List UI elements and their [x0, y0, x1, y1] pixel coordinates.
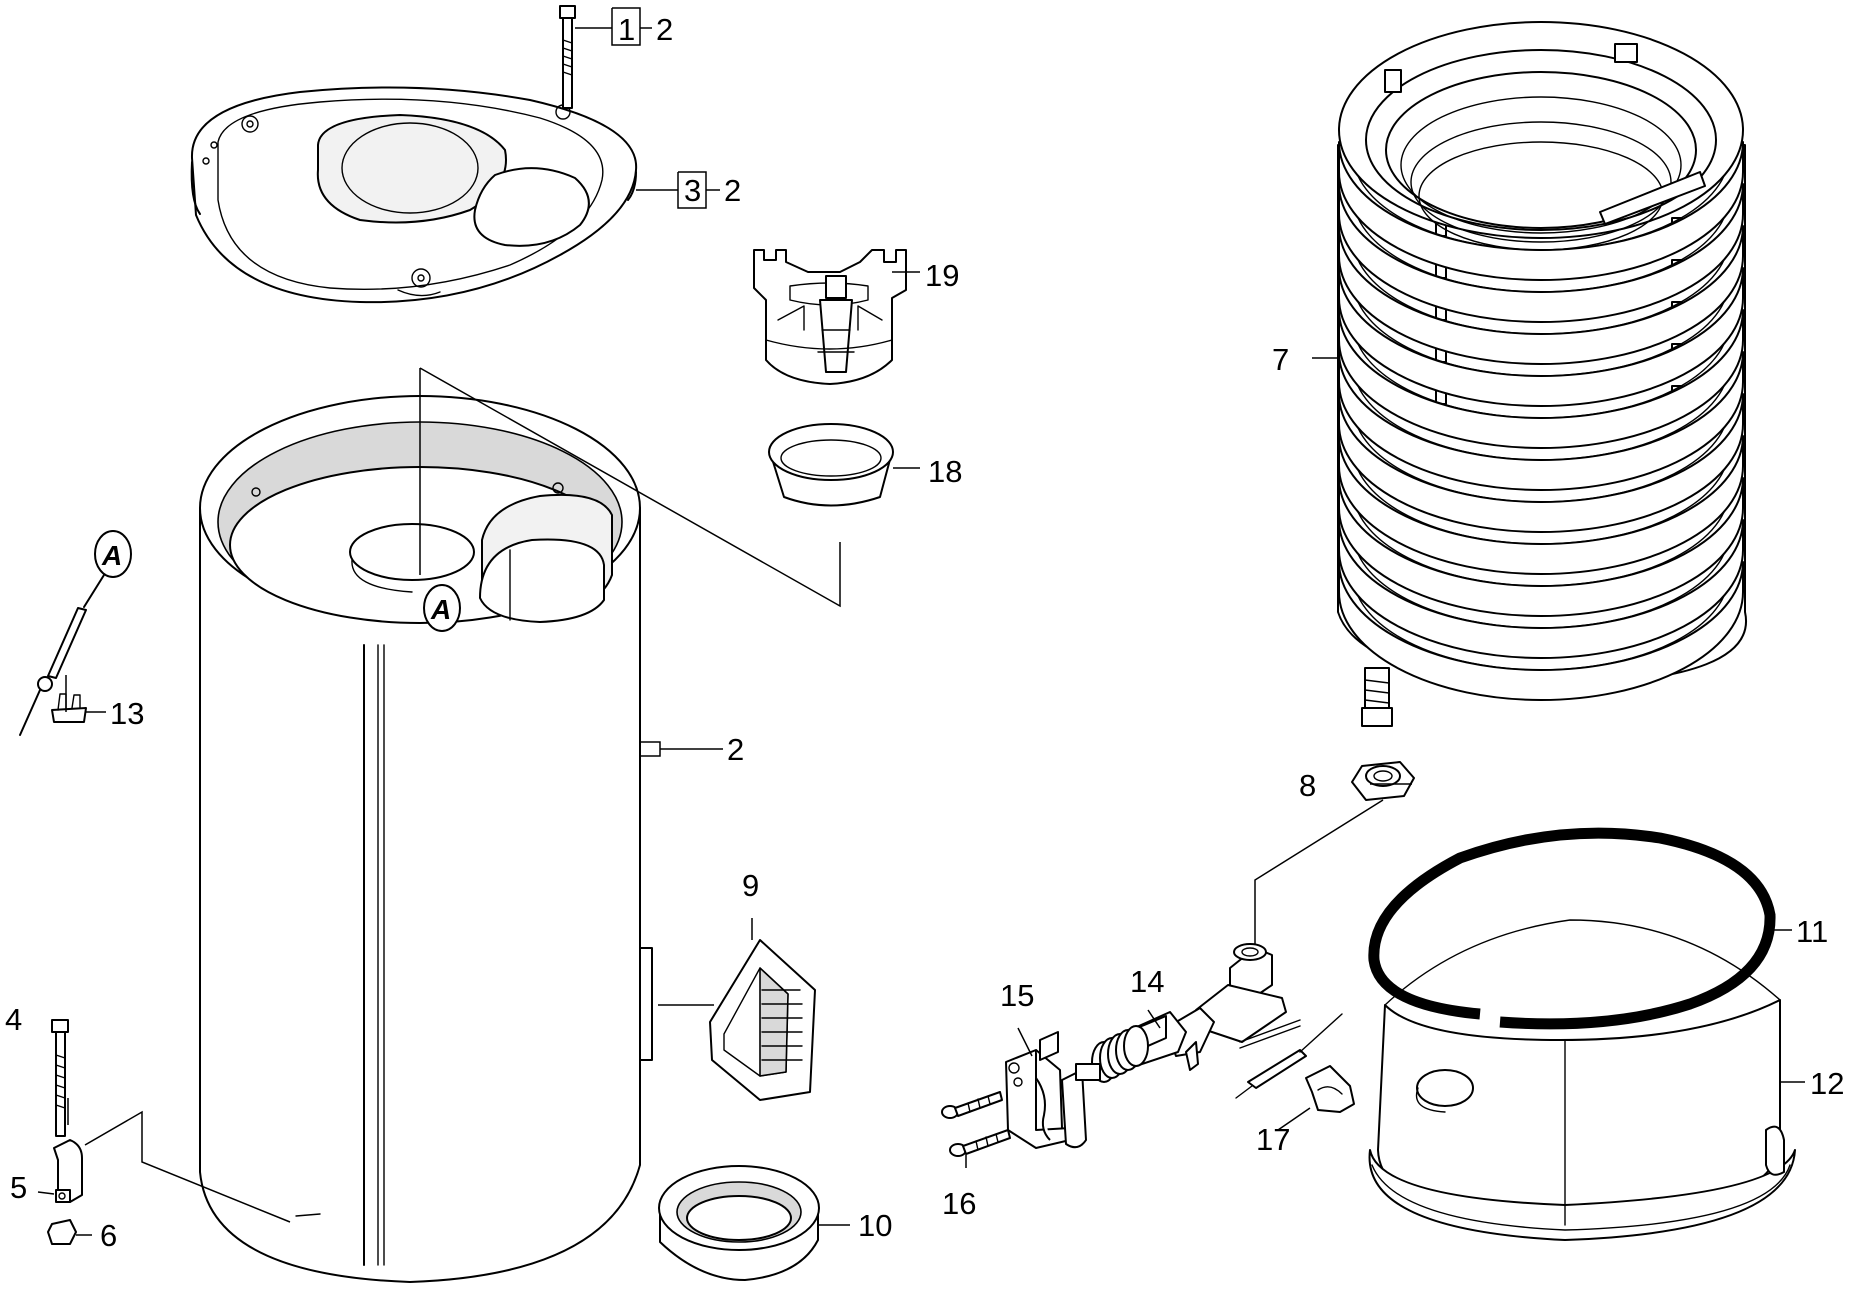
mounting-nut: [47, 1219, 77, 1245]
coil-winding: [1338, 393, 1744, 533]
label-5: 5: [10, 1170, 27, 1205]
coil-winding-edge: [1352, 321, 1730, 419]
top-cover: [190, 86, 638, 304]
label-10: 10: [858, 1208, 892, 1243]
coil-winding: [1338, 267, 1744, 407]
label-8: 8: [1299, 768, 1316, 803]
reference-marker-a-tank: A: [423, 584, 461, 632]
bolt-1: [559, 5, 576, 109]
leader-lines: [37, 7, 1805, 1236]
coil-winding: [1338, 519, 1744, 659]
anode-rod: A: [19, 530, 132, 736]
baffle-insert: [753, 249, 907, 385]
coil-winding-edge: [1352, 405, 1730, 503]
coil-winding-edge: [1352, 195, 1730, 293]
label-2-tank: 2: [727, 732, 744, 767]
pipe-nut: [1351, 761, 1415, 801]
label-11: 11: [1796, 914, 1828, 949]
screw-upper: [941, 1091, 1003, 1119]
label-3: 3: [684, 173, 701, 208]
screw-lower: [949, 1129, 1011, 1157]
main-tank: [199, 395, 653, 1283]
filter-frame: [709, 939, 816, 1101]
callout-labels: 1 2 3 2 2 4 5 6 7 8 9 10 11 12 13 14 15 …: [5, 12, 1844, 1253]
flue-ring: [768, 423, 894, 507]
label-7: 7: [1272, 342, 1289, 377]
electrode-spring: [1091, 1025, 1149, 1083]
mounting-bracket: [1005, 1031, 1101, 1149]
label-18: 18: [928, 454, 962, 489]
coil-winding: [1338, 435, 1744, 575]
coil-winding-edge: [1352, 237, 1730, 335]
label-17: 17: [1256, 1122, 1290, 1157]
label-6: 6: [100, 1218, 117, 1253]
label-9: 9: [742, 868, 759, 903]
coil-winding-edge: [1352, 489, 1730, 587]
coil-winding: [1338, 561, 1744, 701]
coil-winding-edge: [1352, 363, 1730, 461]
electrode-clip: [1305, 1065, 1355, 1113]
ignition-electrode: [1235, 1013, 1343, 1099]
coil-winding-edge: [1352, 573, 1730, 671]
label-2-bolt: 2: [656, 12, 673, 47]
marker-a-text-tank: A: [430, 594, 451, 625]
label-12: 12: [1810, 1066, 1844, 1101]
label-4: 4: [5, 1002, 22, 1037]
mounting-bolt: [51, 1019, 69, 1137]
base-gasket: [658, 1165, 820, 1281]
marker-a-text-rod: A: [101, 540, 122, 571]
coil-winding: [1338, 183, 1744, 323]
coil-winding-edge: [1352, 447, 1730, 545]
label-1: 1: [618, 12, 635, 47]
label-14: 14: [1130, 964, 1164, 999]
coil-winding-edge: [1352, 279, 1730, 377]
coil-winding: [1338, 225, 1744, 365]
coil-winding: [1338, 477, 1744, 617]
label-15: 15: [1000, 978, 1034, 1013]
coil-winding: [1338, 141, 1744, 281]
coil-winding: [1338, 309, 1744, 449]
heat-exchanger-coil: [1337, 21, 1748, 727]
sealing-ring: [1368, 827, 1776, 1030]
label-16: 16: [942, 1186, 976, 1221]
mounting-clip: [53, 1139, 83, 1203]
label-13: 13: [110, 696, 144, 731]
label-2-cover: 2: [724, 173, 741, 208]
label-19: 19: [925, 258, 959, 293]
burner-housing: [1368, 919, 1796, 1241]
electrode-assembly: [1091, 943, 1301, 1083]
coil-winding-edge: [1352, 531, 1730, 629]
coil-winding: [1338, 351, 1744, 491]
